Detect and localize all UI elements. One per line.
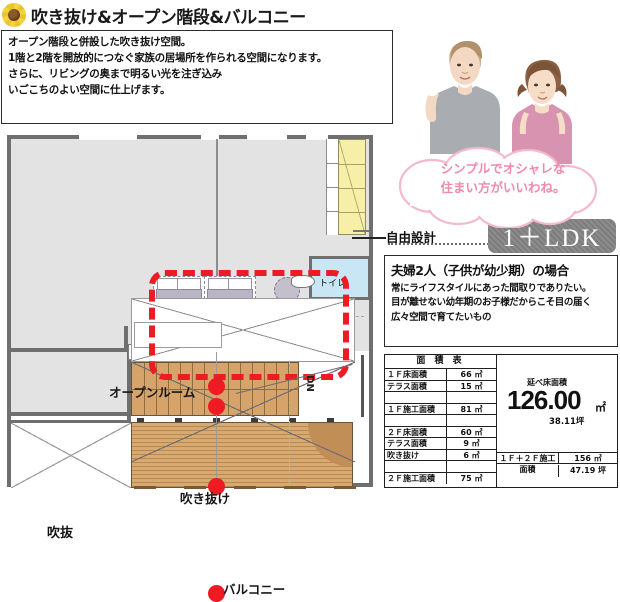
area-table-right: 延べ床面積 126.00 ㎡ 38.11坪 １Ｆ＋２Ｆ施工面積 156 ㎡ 47… <box>497 355 617 487</box>
stair-step-3 <box>326 211 338 212</box>
interior-wall-h-1 <box>11 348 131 352</box>
description-line-1: オープン階段と併設した吹き抜け空間。 <box>8 36 191 48</box>
area-row-name: 吹き抜け <box>385 449 447 460</box>
toilet-label: トイレ <box>319 279 347 289</box>
interior-wall-v-2 <box>124 326 128 352</box>
area-row-name <box>385 415 447 426</box>
description-line-4: いごこちのよい空間に仕上げます。 <box>8 84 171 97</box>
plan-note-box <box>134 322 222 348</box>
exterior-wall-right <box>361 355 364 417</box>
case-title: 夫婦2人（子供が幼少期）の場合 <box>391 263 569 278</box>
table-row: 吹き抜け 6 ㎡ <box>385 449 496 461</box>
case-line-2: 目が離せない幼年期のお子様だからこそ目の届く <box>391 297 592 309</box>
plan-center-axis-lower <box>216 352 218 488</box>
window-top-2 <box>201 133 219 140</box>
total-area-unit: ㎡ <box>595 401 606 414</box>
marker-dot-open-room <box>208 378 225 395</box>
description-box: オープン階段と併設した吹き抜け空間。 1階と2階を開放的につなぐ家族の居場所を作… <box>1 30 393 124</box>
table-row: ２Ｆ床面積 60 ㎡ <box>385 426 496 438</box>
area-row-name <box>385 461 447 472</box>
area-table: 面 積 表 １Ｆ床面積 66 ㎡ テラス面積 15 ㎡ １Ｆ施工面積 81 ㎡ ２Ｆ床… <box>384 354 618 488</box>
table-row: テラス面積 15 ㎡ <box>385 380 496 392</box>
area-row-value: 15 ㎡ <box>460 381 483 391</box>
stair-step-2 <box>326 187 338 188</box>
area-row-value: 6 ㎡ <box>463 450 480 460</box>
open-room-label: オープンルーム <box>109 385 196 400</box>
plan-left-room <box>11 351 131 416</box>
area-row-name: テラス面積 <box>385 438 447 449</box>
page-title-text: 吹き抜け&オープン階段&バルコニー <box>31 7 306 28</box>
free-design-leader <box>352 237 386 239</box>
case-line-3: 広々空間で育てたいもの <box>391 311 492 323</box>
area-row-value: 81 ㎡ <box>460 404 483 414</box>
area-table-header: 面 積 表 <box>385 355 496 369</box>
open-stair <box>338 139 366 235</box>
void-label: 吹抜 <box>47 526 74 541</box>
area-row-value: 60 ㎡ <box>460 427 483 437</box>
balcony-deck <box>131 422 353 488</box>
case-box: 夫婦2人（子供が幼少期）の場合 常にライフスタイルにあった間取りでありたい。 目… <box>384 255 618 347</box>
area-row-name: テラス面積 <box>385 380 447 391</box>
area-row-value: 66 ㎡ <box>460 370 483 379</box>
area-row-name <box>385 392 447 403</box>
stair-direction-label: DN <box>303 375 315 392</box>
table-row: テラス面積 9 ㎡ <box>385 438 496 450</box>
marker-dot-atrium <box>208 478 225 495</box>
balcony-label: バルコニー <box>223 582 286 597</box>
area-row-value <box>447 392 496 403</box>
window-top-3 <box>247 133 287 140</box>
area-row-value: 9 ㎡ <box>463 439 480 448</box>
total-area-label: 延べ床面積 <box>527 378 567 387</box>
summary-row: １Ｆ＋２Ｆ施工面積 156 ㎡ <box>497 452 617 474</box>
area-row-name: １Ｆ床面積 <box>385 369 447 380</box>
free-design-label: 自由設計 <box>386 230 437 245</box>
table-row <box>385 461 496 473</box>
void-area-box <box>11 420 131 488</box>
case-line-1: 常にライフスタイルにあった間取りでありたい。 <box>391 283 592 294</box>
total-area-value: 126.00 <box>507 385 582 415</box>
page-title: 吹き抜け&オープン階段&バルコニー <box>0 2 330 28</box>
toilet-bowl <box>291 275 315 288</box>
total-area-tsubo: 38.11坪 <box>549 417 585 427</box>
plan-bottom-ticks <box>134 486 364 490</box>
table-row: ２Ｆ施工面積 75 ㎡ <box>385 472 496 484</box>
area-table-left: 面 積 表 １Ｆ床面積 66 ㎡ テラス面積 15 ㎡ １Ｆ施工面積 81 ㎡ ２Ｆ床… <box>385 355 497 487</box>
window-top-4 <box>306 133 328 140</box>
table-row: １Ｆ床面積 66 ㎡ <box>385 369 496 381</box>
summary-tsubo: 47.19 坪 <box>569 466 607 475</box>
floor-plan: 吹抜 トイレ <box>1 130 379 602</box>
speech-bubble-text: シンプルでオシャレな 住まい方がいいわね。 <box>410 160 596 198</box>
table-row <box>385 392 496 404</box>
window-top-1 <box>79 133 137 140</box>
table-row <box>385 415 496 427</box>
area-row-name: ２Ｆ床面積 <box>385 426 447 437</box>
area-row-value <box>447 415 496 426</box>
couple-illustration <box>425 40 572 164</box>
area-row-name: ２Ｆ施工面積 <box>385 472 447 484</box>
summary-name: １Ｆ＋２Ｆ施工面積 <box>497 453 559 474</box>
atrium-label: 吹き抜け <box>180 491 231 506</box>
interior-wall-v-1 <box>127 351 131 488</box>
area-row-name: １Ｆ施工面積 <box>385 403 447 414</box>
marker-dot-stair <box>208 398 225 415</box>
plan-center-axis <box>216 139 218 351</box>
sunflower-icon <box>2 3 26 27</box>
speech-bubble-line-1: シンプルでオシャレな <box>440 161 566 176</box>
area-row-value: 75 ㎡ <box>460 473 483 483</box>
area-row-value <box>447 461 496 472</box>
table-row: １Ｆ施工面積 81 ㎡ <box>385 403 496 415</box>
description-line-2: 1階と2階を開放的につなぐ家族の居場所を作られる空間になります。 <box>8 52 327 65</box>
speech-bubble-line-2: 住まい方がいいわね。 <box>440 179 566 195</box>
summary-value: 156 ㎡ <box>574 454 602 463</box>
stair-step-1 <box>326 163 338 164</box>
summary-row-tsubo: 47.19 坪 <box>497 465 617 477</box>
speech-bubble: シンプルでオシャレな 住まい方がいいわね。 <box>386 144 610 230</box>
free-design-underline <box>388 243 500 245</box>
description-line-3: さらに、リビングの奥まで明るい光を注ぎ込み <box>8 68 222 81</box>
plan-tick-right <box>353 230 369 232</box>
